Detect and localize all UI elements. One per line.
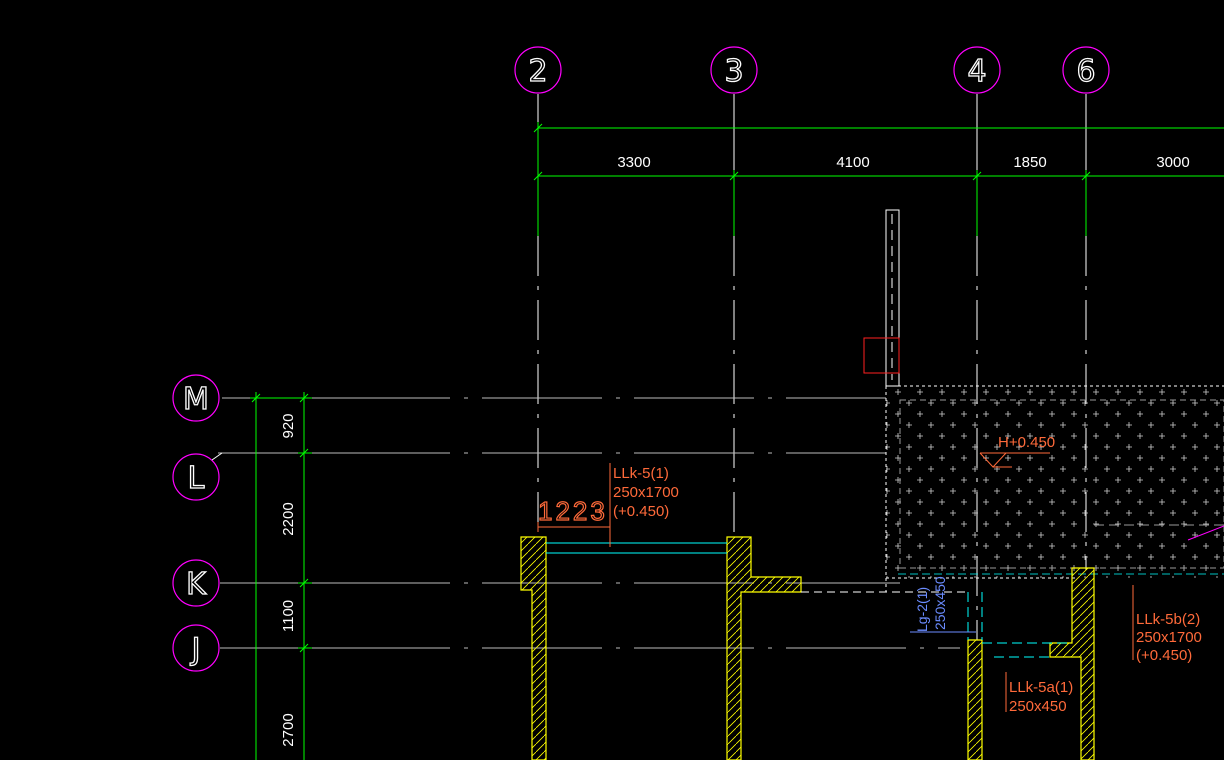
beam-LLk-5-size: 250x1700 (613, 484, 679, 501)
beam-Lg-2-name: Lg-2(1) (914, 587, 930, 632)
axis-bubble-label: 4 (967, 54, 986, 89)
axis-bubble-K[interactable]: K (172, 559, 220, 607)
beam-LLk-5-elevation: (+0.450) (613, 503, 669, 520)
axis-bubble-label: 6 (1076, 54, 1095, 89)
dimension-tick (729, 171, 739, 181)
dim-text-K-J: 1100 (280, 600, 297, 632)
axis-bubble-2[interactable]: 2 (514, 46, 562, 94)
beam-LLk-5-annotation[interactable]: LLk-5(1) 250x1700 (+0.450) (609, 463, 679, 547)
dim-text-L-K: 2200 (280, 502, 297, 535)
axis-bubble-label: L (188, 461, 205, 496)
dimension-tick (299, 448, 309, 458)
walls (520, 536, 1095, 760)
dim-text-6-next: 3000 (1156, 154, 1189, 171)
column-post[interactable] (885, 209, 900, 387)
beam-LLk-5b-annotation[interactable]: LLk-5b(2) 250x1700 (+0.450) (1132, 585, 1202, 664)
dimension-tick (299, 393, 309, 403)
axis-bubble-M[interactable]: M (172, 374, 220, 422)
dim-text-2-3: 3300 (617, 154, 650, 171)
axis-bubble-6[interactable]: 6 (1062, 46, 1110, 94)
wall-axis-2[interactable] (520, 536, 547, 760)
dim-text-M-L: 920 (280, 413, 297, 438)
left-dimension-chain (250, 392, 312, 760)
left-dimension-texts: 920 2200 1100 2700 (280, 413, 297, 746)
axis-bubble-label: J (190, 632, 201, 667)
dimension-tick (299, 643, 309, 653)
wall-axis-6[interactable] (1049, 567, 1095, 760)
horizontal-axis-bubbles: M L K J (172, 374, 223, 672)
bubble-leader (211, 452, 223, 461)
axis-bubble-label: M (183, 382, 209, 417)
axis-bubble-3[interactable]: 3 (710, 46, 758, 94)
beam-LLk-5-name: LLk-5(1) (613, 465, 669, 482)
dim-text-3-4: 4100 (836, 154, 869, 171)
beam-Lg-2-annotation[interactable]: Lg-2(1) 250x450 (910, 576, 976, 633)
vertical-axis-bubbles: 2 3 4 6 (514, 46, 1110, 94)
dimension-tick (299, 578, 309, 588)
slab-elevation-text: H+0.450 (998, 434, 1055, 451)
offset-dimension[interactable]: 1223 (537, 495, 610, 532)
beam-LLk-5a-annotation[interactable]: LLk-5a(1) 250x450 (1005, 672, 1073, 715)
dimension-tick (1081, 171, 1091, 181)
offset-dimension-value: 1223 (538, 496, 608, 526)
top-dimension-texts: 3300 4100 1850 3000 (617, 154, 1189, 171)
beam-LLk-5a-size: 250x450 (1009, 698, 1067, 715)
beam-LLk-5a-name: LLk-5a(1) (1009, 679, 1073, 696)
axis-bubble-label: 3 (724, 54, 743, 89)
top-dimension-chain (533, 122, 1224, 236)
slab-region[interactable] (885, 385, 1224, 592)
axis-bubble-4[interactable]: 4 (953, 46, 1001, 94)
axis-bubble-label: 2 (528, 54, 547, 89)
dimension-tick (533, 171, 543, 181)
dimension-tick (972, 171, 982, 181)
beam-Lg-2-size: 250x450 (932, 576, 948, 630)
dimension-tick (251, 393, 261, 403)
arrow-fragment (1187, 525, 1224, 541)
selection-marker[interactable] (863, 337, 900, 374)
axis-bubble-J[interactable]: J (172, 624, 220, 672)
slab-elevation-mark[interactable]: H+0.450 (979, 434, 1055, 468)
axis-bubble-label: K (186, 567, 207, 602)
dim-text-J-next: 2700 (280, 713, 297, 746)
beam-LLk-5b-elevation: (+0.450) (1136, 647, 1192, 664)
wall-axis-4[interactable] (967, 639, 983, 760)
axis-bubble-L[interactable]: L (172, 452, 223, 501)
beam-LLk-5b-size: 250x1700 (1136, 629, 1202, 646)
beam-LLk-5b-name: LLk-5b(2) (1136, 611, 1200, 628)
dim-text-4-6: 1850 (1013, 154, 1046, 171)
dimension-tick (533, 123, 543, 133)
